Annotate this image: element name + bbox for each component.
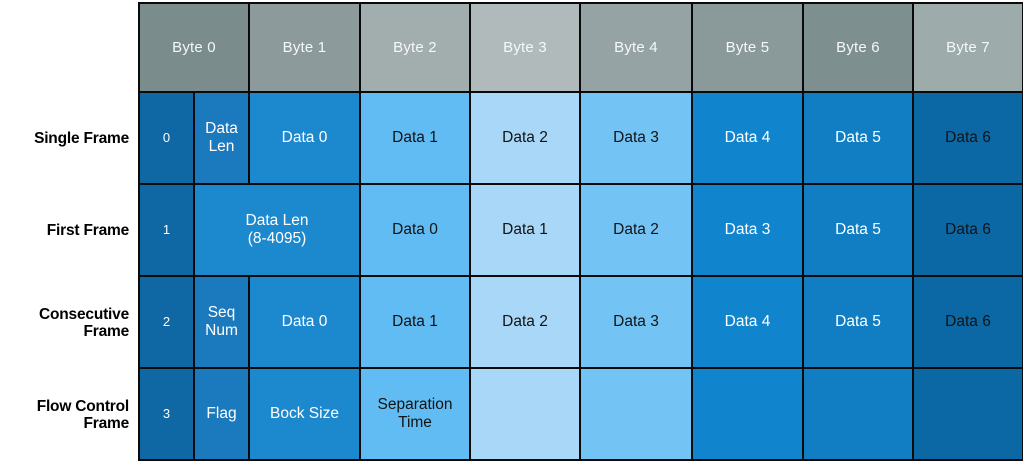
row-labels-column: Single Frame First Frame Consecutive Fra…	[0, 0, 138, 461]
cell-consecutive-frame-data-1: Data 1	[359, 275, 471, 369]
cell-flow-control-frame-empty-5	[579, 367, 693, 461]
cell-first-frame-data-6: Data 6	[912, 183, 1023, 277]
cell-consecutive-frame-data-3: Data 3	[579, 275, 693, 369]
cell-flow-control-frame-empty-6	[691, 367, 804, 461]
cell-flow-control-frame-empty-4	[469, 367, 581, 461]
cell-consecutive-frame-data-5: Data 5	[802, 275, 914, 369]
header-cell-byte-4: Byte 4	[579, 2, 693, 93]
cell-first-frame-data-1: Data 1	[469, 183, 581, 277]
cell-single-frame-data-4: Data 4	[691, 91, 804, 185]
cell-flow-control-frame-bock-size: Bock Size	[248, 367, 361, 461]
cell-consecutive-frame-data-2: Data 2	[469, 275, 581, 369]
cell-flow-control-frame-3: 3	[138, 367, 195, 461]
cell-first-frame-data-0: Data 0	[359, 183, 471, 277]
cell-single-frame-data-3: Data 3	[579, 91, 693, 185]
cell-first-frame-1: 1	[138, 183, 195, 277]
cell-single-frame-data-6: Data 6	[912, 91, 1023, 185]
header-cell-byte-1: Byte 1	[248, 2, 361, 93]
header-cell-byte-0: Byte 0	[138, 2, 250, 93]
header-cell-byte-7: Byte 7	[912, 2, 1023, 93]
cell-first-frame-data-2: Data 2	[579, 183, 693, 277]
cell-first-frame-data-5: Data 5	[802, 183, 914, 277]
header-cell-byte-6: Byte 6	[802, 2, 914, 93]
cell-flow-control-frame-empty-8	[912, 367, 1023, 461]
cell-flow-control-frame-empty-7	[802, 367, 914, 461]
cell-consecutive-frame-data-4: Data 4	[691, 275, 804, 369]
row-label-single-frame: Single Frame	[34, 130, 129, 148]
cell-flow-control-frame-flag: Flag	[193, 367, 250, 461]
cell-single-frame-data-2: Data 2	[469, 91, 581, 185]
cell-single-frame-data-len: Data Len	[193, 91, 250, 185]
cell-consecutive-frame-data-6: Data 6	[912, 275, 1023, 369]
cell-consecutive-frame-2: 2	[138, 275, 195, 369]
cell-consecutive-frame-data-0: Data 0	[248, 275, 361, 369]
row-label-flow-control-frame: Flow Control Frame	[36, 397, 130, 432]
row-label-first-frame: First Frame	[46, 222, 129, 240]
cell-flow-control-frame-separation-time: Separation Time	[359, 367, 471, 461]
header-spacer	[0, 2, 138, 93]
header-cell-byte-2: Byte 2	[359, 2, 471, 93]
cell-first-frame-data-3: Data 3	[691, 183, 804, 277]
cell-single-frame-data-1: Data 1	[359, 91, 471, 185]
cell-consecutive-frame-seq-num: Seq Num	[193, 275, 250, 369]
cell-single-frame-data-0: Data 0	[248, 91, 361, 185]
header-cell-byte-3: Byte 3	[469, 2, 581, 93]
cell-single-frame-data-5: Data 5	[802, 91, 914, 185]
cell-single-frame-0: 0	[138, 91, 195, 185]
row-label-consecutive-frame: Consecutive Frame	[39, 305, 129, 340]
cell-first-frame-data-len-8-4095: Data Len (8-4095)	[193, 183, 361, 277]
header-cell-byte-5: Byte 5	[691, 2, 804, 93]
